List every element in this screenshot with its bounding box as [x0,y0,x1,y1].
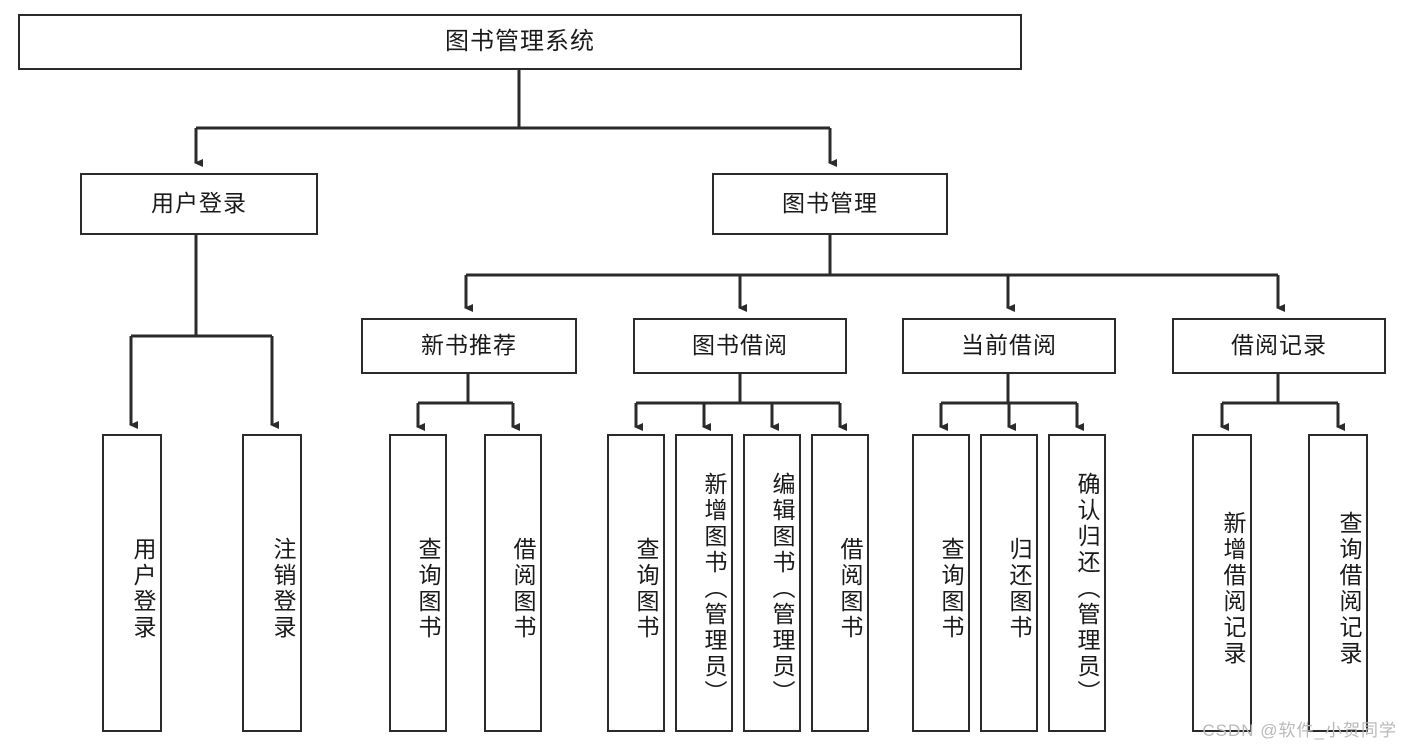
node-leaf-query-book-3[interactable]: 查询图书 [912,434,970,732]
node-borrow-record[interactable]: 借阅记录 [1172,318,1386,374]
node-book-borrow[interactable]: 图书借阅 [633,318,847,374]
node-leaf-query-book-2[interactable]: 查询图书 [607,434,665,732]
node-leaf-confirm-return-admin[interactable]: 确认归还（管理员） [1048,434,1106,732]
node-leaf-add-borrow-record[interactable]: 新增借阅记录 [1192,434,1252,732]
node-leaf-edit-book-admin[interactable]: 编辑图书（管理员） [743,434,801,732]
csdn-watermark: CSDN @软件_小贺同学 [1202,721,1397,740]
node-new-book-recommend[interactable]: 新书推荐 [361,318,577,374]
node-current-borrow[interactable]: 当前借阅 [902,318,1116,374]
node-leaf-logout[interactable]: 注销登录 [242,434,302,732]
node-leaf-return-book[interactable]: 归还图书 [980,434,1038,732]
node-leaf-user-login[interactable]: 用户登录 [102,434,162,732]
node-user-login[interactable]: 用户登录 [80,173,318,235]
node-leaf-query-borrow-record[interactable]: 查询借阅记录 [1308,434,1368,732]
node-leaf-query-book-1[interactable]: 查询图书 [389,434,447,732]
node-root[interactable]: 图书管理系统 [18,14,1022,70]
node-leaf-add-book-admin[interactable]: 新增图书（管理员） [675,434,733,732]
node-leaf-borrow-book-1[interactable]: 借阅图书 [484,434,542,732]
node-book-management[interactable]: 图书管理 [712,173,948,235]
node-leaf-borrow-book-2[interactable]: 借阅图书 [811,434,869,732]
